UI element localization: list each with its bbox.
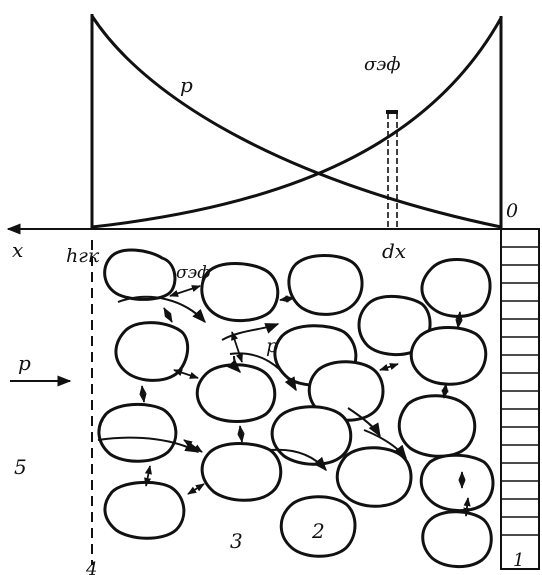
grain [409, 326, 488, 386]
flow-arrow [229, 352, 297, 392]
grains [97, 248, 495, 568]
filter-wall-hatching [501, 246, 539, 536]
flow-arrow [347, 407, 381, 438]
contact-arrows [139, 285, 471, 517]
item-number-5: 5 [14, 455, 27, 479]
contact-stress-label: σэф [176, 263, 210, 283]
x-axis-label: x [12, 238, 23, 262]
pressure-curve [90, 15, 502, 229]
item-number-1: 1 [513, 550, 524, 571]
grain [270, 405, 353, 466]
filter-wall [500, 228, 540, 570]
flow-arrows [97, 295, 407, 472]
grain [97, 402, 178, 463]
contact-arrow [237, 425, 245, 443]
pressure-arrow-label: p [18, 351, 31, 375]
flow-arrow [97, 436, 200, 453]
grain [103, 248, 177, 301]
origin-label: 0 [506, 200, 518, 222]
contact-arrow [173, 369, 199, 379]
contact-arrow [169, 285, 201, 297]
flow-arrow [363, 429, 407, 460]
grain [195, 363, 277, 423]
item-number-4: 4 [85, 559, 97, 575]
flow-arrow [227, 355, 241, 373]
grain [421, 510, 493, 568]
grain [307, 360, 385, 422]
contact-arrow [441, 383, 449, 399]
flow-pressure-label: p [266, 335, 278, 357]
grain [397, 394, 477, 458]
effective-stress-curve [91, 17, 503, 229]
item-number-2: 2 [311, 519, 325, 543]
pressure-curve-label: p [180, 73, 193, 97]
grain [419, 453, 495, 512]
grain [103, 480, 186, 540]
grain [420, 258, 492, 318]
contact-arrow [187, 483, 205, 495]
flow-arrow [221, 323, 280, 341]
contact-arrow [163, 307, 173, 323]
grain [335, 446, 413, 508]
differential-label: dx [382, 239, 406, 263]
contact-arrow [144, 465, 152, 487]
contact-arrow [279, 295, 295, 303]
grain [287, 254, 364, 316]
contact-arrow [463, 497, 471, 517]
flow-arrow [269, 448, 327, 472]
stress-graph: p σэф x 0 hгк dx [6, 14, 518, 267]
grain [279, 495, 357, 558]
grain [200, 442, 283, 502]
contact-arrow [455, 311, 463, 329]
flow-arrow [117, 295, 206, 324]
contact-arrow [379, 363, 399, 371]
boundary-label: hгк [66, 245, 100, 267]
effective-stress-curve-label: σэф [364, 54, 400, 75]
contact-arrow [139, 385, 147, 403]
differential-strip [386, 110, 398, 230]
grain [200, 262, 280, 322]
item-number-3: 3 [230, 529, 243, 553]
contact-arrow [231, 331, 243, 363]
